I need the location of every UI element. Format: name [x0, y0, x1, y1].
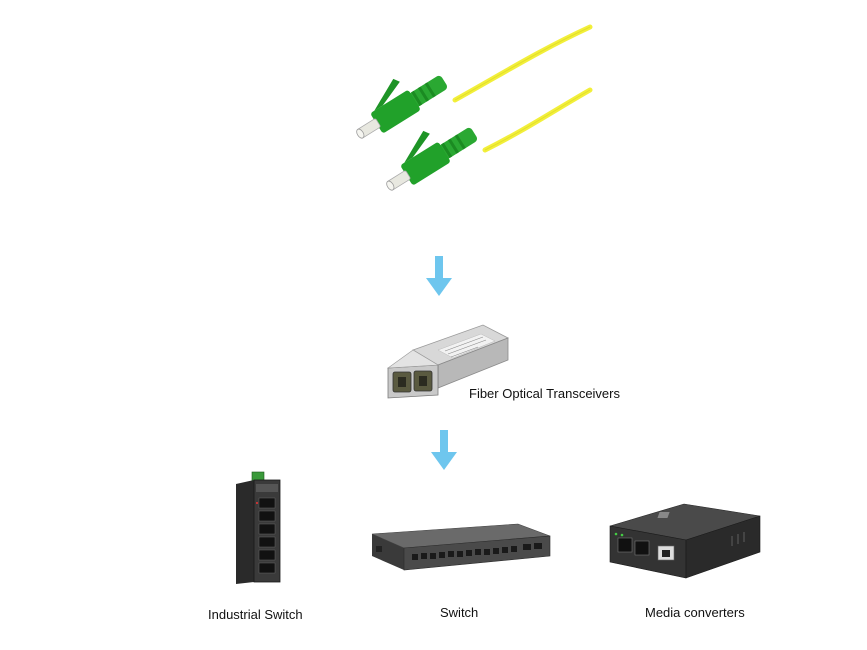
industrial-switch-label: Industrial Switch	[208, 607, 303, 622]
media-converter-icon	[609, 503, 761, 579]
media-converter-label: Media converters	[645, 605, 745, 620]
down-arrow-icon	[431, 430, 457, 470]
industrial-switch-icon	[236, 471, 281, 584]
transceiver-label: Fiber Optical Transceivers	[469, 386, 620, 401]
down-arrow-icon	[426, 256, 452, 296]
rack-switch-icon	[371, 523, 551, 571]
sfp-transceiver-icon	[386, 324, 509, 399]
fiber-patch-cable-icon	[356, 24, 593, 191]
switch-label: Switch	[440, 605, 479, 620]
